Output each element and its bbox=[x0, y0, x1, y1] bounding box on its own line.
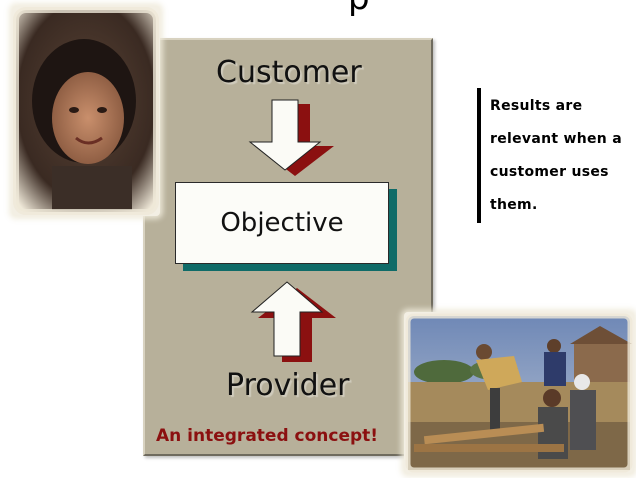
note-line-3: customer uses bbox=[490, 164, 609, 180]
note-line-2: relevant when a bbox=[490, 131, 622, 147]
slide-title-fragment: p bbox=[348, 0, 370, 18]
objective-label: Objective bbox=[220, 208, 344, 238]
workers-photo bbox=[404, 312, 634, 474]
portrait-image bbox=[13, 7, 159, 215]
note-bar bbox=[477, 88, 481, 223]
note-line-4: them. bbox=[490, 197, 538, 213]
workers-image bbox=[405, 313, 633, 473]
down-arrow-icon bbox=[248, 99, 334, 176]
provider-label: Provider bbox=[226, 368, 350, 403]
objective-box: Objective bbox=[175, 182, 389, 264]
up-arrow-icon bbox=[250, 281, 336, 362]
results-note: Results are relevant when a customer use… bbox=[490, 90, 636, 222]
portrait-photo bbox=[12, 6, 160, 216]
customer-label: Customer bbox=[216, 55, 362, 90]
note-line-1: Results are bbox=[490, 98, 583, 114]
tagline: An integrated concept! bbox=[156, 426, 379, 446]
